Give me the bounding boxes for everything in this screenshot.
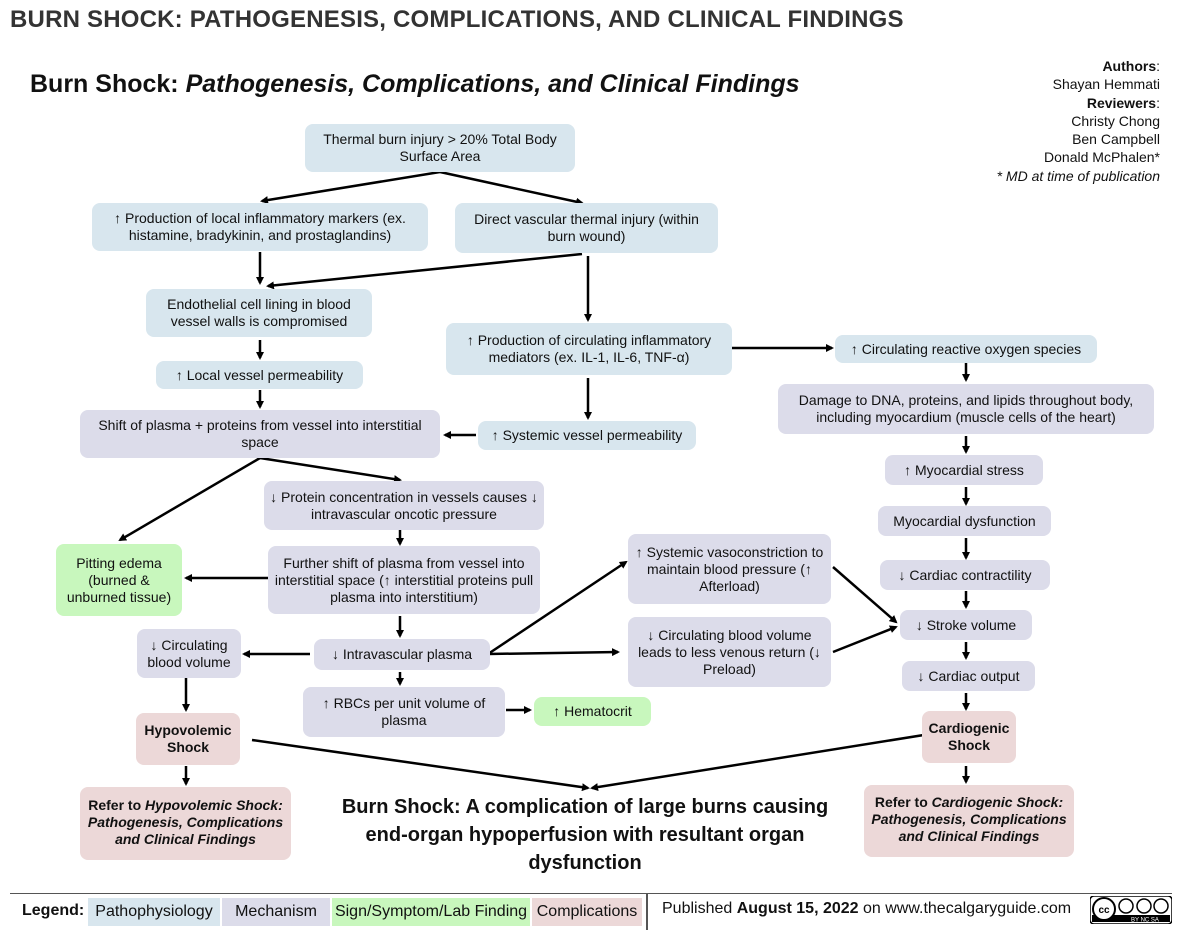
reviewer-name: Ben Campbell xyxy=(1072,131,1160,148)
node-hematocrit: ↑ Hematocrit xyxy=(534,697,651,726)
node-damage-dna-proteins: Damage to DNA, proteins, and lipids thro… xyxy=(778,384,1154,434)
node-protein-concentration: ↓ Protein concentration in vessels cause… xyxy=(264,481,544,530)
node-local-inflammatory-markers: ↑ Production of local inflammatory marke… xyxy=(92,203,428,251)
node-direct-vascular-injury: Direct vascular thermal injury (within b… xyxy=(455,203,718,253)
refer-link-hypovolemic[interactable]: Hypovolemic Shock: Pathogenesis, Complic… xyxy=(87,797,284,847)
refer-link-cardiogenic[interactable]: Cardiogenic Shock: Pathogenesis, Complic… xyxy=(871,794,1067,844)
node-circulating-blood-volume: ↓ Circulating blood volume xyxy=(137,629,241,678)
node-hypovolemic-shock: Hypovolemic Shock xyxy=(136,713,240,765)
node-circulating-inflammatory-mediators: ↑ Production of circulating inflammatory… xyxy=(446,323,732,375)
node-refer-cardiogenic: Refer to Cardiogenic Shock: Pathogenesis… xyxy=(864,785,1074,857)
legend-bar: Legend: Pathophysiology Mechanism Sign/S… xyxy=(10,893,1172,930)
page-title: BURN SHOCK: PATHOGENESIS, COMPLICATIONS,… xyxy=(10,6,904,33)
node-stroke-volume: ↓ Stroke volume xyxy=(900,610,1032,640)
node-cardiac-output: ↓ Cardiac output xyxy=(902,661,1035,691)
reviewer-name: Donald McPhalen* xyxy=(1044,149,1160,166)
node-local-vessel-permeability: ↑ Local vessel permeability xyxy=(156,361,363,389)
node-myocardial-dysfunction: Myocardial dysfunction xyxy=(878,506,1051,536)
node-cardiac-contractility: ↓ Cardiac contractility xyxy=(880,560,1050,590)
conclusion-text: Burn Shock: A complication of large burn… xyxy=(341,796,829,874)
legend-sign-symptom: Sign/Symptom/Lab Finding xyxy=(332,898,530,926)
legend-pathophysiology: Pathophysiology xyxy=(88,898,220,926)
node-cardiogenic-shock: Cardiogenic Shock xyxy=(922,711,1016,763)
authors-note: * MD at time of publication xyxy=(996,167,1160,184)
published-prefix: Published xyxy=(662,900,737,917)
node-myocardial-stress: ↑ Myocardial stress xyxy=(885,455,1043,485)
node-thermal-burn: Thermal burn injury > 20% Total Body Sur… xyxy=(305,124,575,172)
reviewer-name: Christy Chong xyxy=(1071,112,1160,129)
published-date: August 15, 2022 xyxy=(736,900,859,917)
node-intravascular-plasma: ↓ Intravascular plasma xyxy=(314,639,490,670)
legend-mechanism: Mechanism xyxy=(222,898,330,926)
legend-complications: Complications xyxy=(532,898,642,926)
svg-text:cc: cc xyxy=(1098,905,1110,916)
creative-commons-icon: cc BY NC SA xyxy=(1090,896,1172,924)
main-title: Burn Shock: Pathogenesis, Complications,… xyxy=(30,70,800,99)
node-systemic-vessel-permeability: ↑ Systemic vessel permeability xyxy=(478,421,696,450)
node-further-shift-plasma: Further shift of plasma from vessel into… xyxy=(268,546,540,614)
node-systemic-vasoconstriction: ↑ Systemic vasoconstriction to maintain … xyxy=(628,534,831,604)
main-title-lead: Burn Shock: xyxy=(30,70,179,98)
refer-prefix: Refer to xyxy=(874,794,932,810)
legend-divider xyxy=(646,894,648,930)
author-name: Shayan Hemmati xyxy=(1052,76,1160,93)
refer-prefix: Refer to xyxy=(88,797,146,813)
published-note: Published August 15, 2022 on www.thecalg… xyxy=(662,900,1071,918)
reviewers-label: Reviewers xyxy=(1086,94,1157,111)
license-text: BY NC SA xyxy=(1131,918,1159,924)
node-endothelial-compromised: Endothelial cell lining in blood vessel … xyxy=(146,289,372,337)
node-preload: ↓ Circulating blood volume leads to less… xyxy=(628,617,831,687)
main-title-italic: Pathogenesis, Complications, and Clinica… xyxy=(185,70,800,98)
authors-label: Authors xyxy=(1102,58,1157,74)
published-site[interactable]: on www.thecalgaryguide.com xyxy=(858,900,1072,917)
authors-block: Authors: Shayan Hemmati Reviewers: Chris… xyxy=(996,58,1160,184)
node-reactive-oxygen-species: ↑ Circulating reactive oxygen species xyxy=(835,335,1097,363)
node-refer-hypovolemic: Refer to Hypovolemic Shock: Pathogenesis… xyxy=(80,787,291,860)
node-pitting-edema: Pitting edema (burned & unburned tissue) xyxy=(56,544,182,616)
node-rbcs-per-volume: ↑ RBCs per unit volume of plasma xyxy=(303,687,505,737)
node-shift-plasma-proteins: Shift of plasma + proteins from vessel i… xyxy=(80,410,440,458)
legend-label: Legend: xyxy=(22,902,85,919)
